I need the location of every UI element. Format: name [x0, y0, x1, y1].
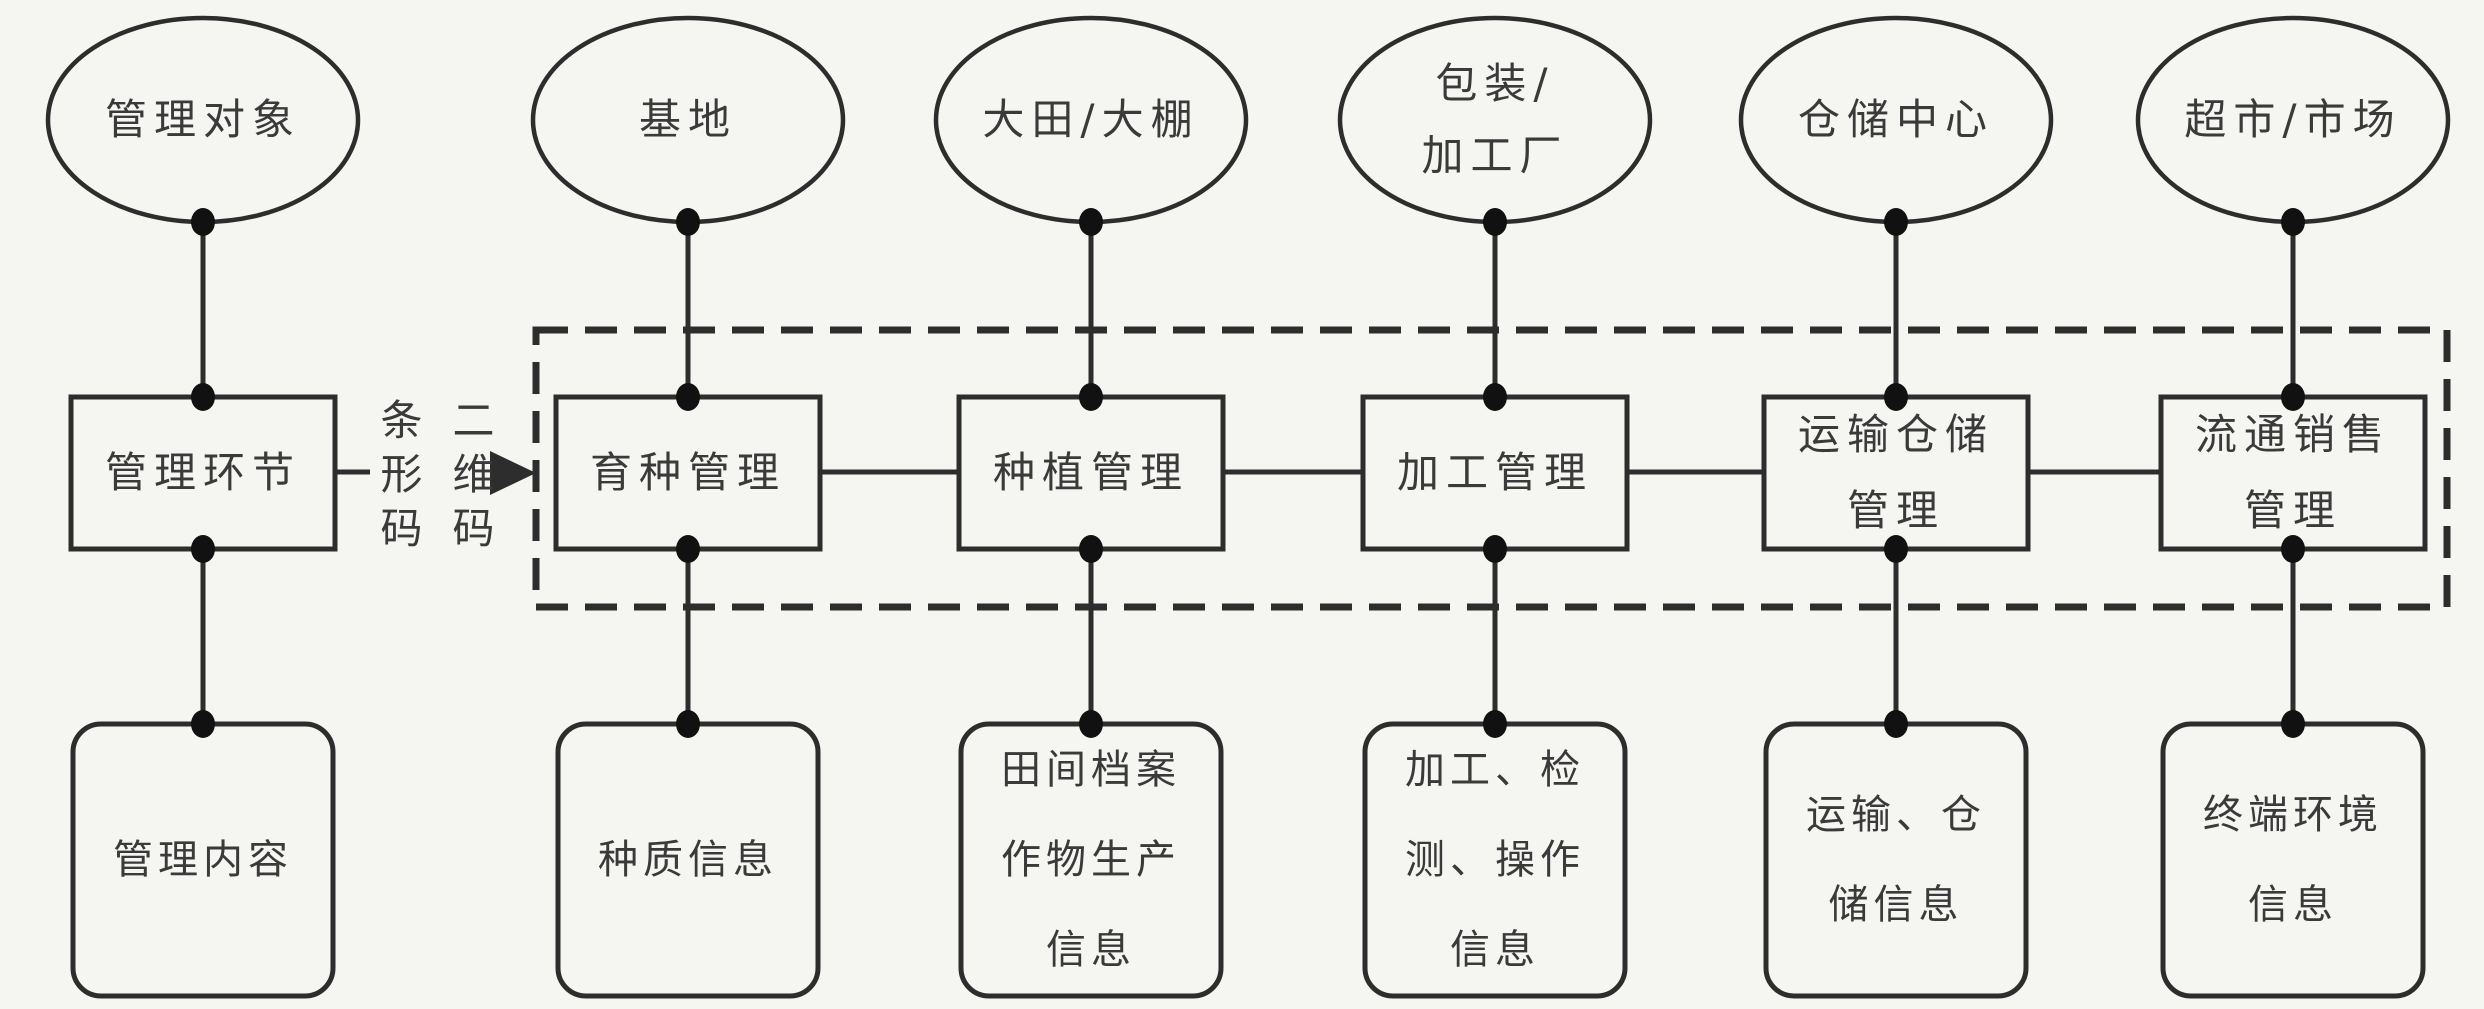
junction-dot — [1483, 535, 1507, 563]
junction-dots — [191, 208, 2305, 738]
junction-dot — [1483, 383, 1507, 411]
transport-storage-info-box — [1763, 721, 2029, 999]
junction-dot — [2281, 383, 2305, 411]
breeding-management-box — [553, 394, 823, 552]
junction-dot — [191, 208, 215, 236]
junction-dot — [1884, 383, 1908, 411]
junction-dot — [1079, 535, 1103, 563]
processing-info-box — [1362, 721, 1628, 999]
management-content-box — [70, 721, 336, 999]
junction-dot — [1884, 710, 1908, 738]
junction-dot — [676, 710, 700, 738]
junction-dot — [191, 383, 215, 411]
junction-dot — [1884, 535, 1908, 563]
right-arrowhead-icon — [490, 451, 536, 495]
junction-dot — [1079, 710, 1103, 738]
transport-storage-management-box — [1761, 394, 2031, 552]
junction-dot — [1483, 208, 1507, 236]
processing-management-box — [1360, 394, 1630, 552]
planting-management-box — [956, 394, 1226, 552]
base-ellipse — [530, 15, 846, 225]
terminal-environment-info-box — [2160, 721, 2426, 999]
junction-dot — [2281, 208, 2305, 236]
field-archive-info-box — [958, 721, 1224, 999]
junction-dot — [676, 535, 700, 563]
germplasm-info-box — [555, 721, 821, 999]
junction-dot — [1483, 710, 1507, 738]
junction-dot — [1079, 208, 1103, 236]
junction-dot — [676, 383, 700, 411]
junction-dot — [1884, 208, 1908, 236]
packaging-plant-ellipse — [1337, 15, 1653, 225]
supermarket-market-ellipse — [2135, 15, 2451, 225]
junction-dot — [2281, 710, 2305, 738]
junction-dot — [2281, 535, 2305, 563]
junction-dot — [676, 208, 700, 236]
warehouse-center-ellipse — [1738, 15, 2054, 225]
management-link-box — [68, 394, 338, 552]
junction-dot — [1079, 383, 1103, 411]
field-greenhouse-ellipse — [933, 15, 1249, 225]
junction-dot — [191, 710, 215, 738]
junction-dot — [191, 535, 215, 563]
dashed-boundary-box — [532, 326, 2451, 611]
distribution-sales-management-box — [2158, 394, 2428, 552]
management-object-ellipse — [45, 15, 361, 225]
